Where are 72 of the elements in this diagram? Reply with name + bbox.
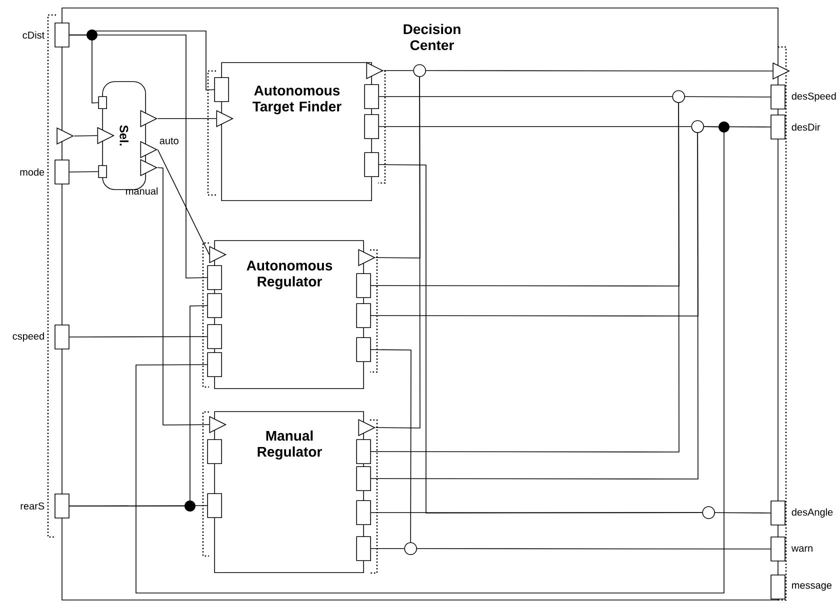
- port-box: [98, 165, 107, 178]
- wire: [370, 512, 703, 513]
- wire: [157, 118, 217, 119]
- port-box: [770, 84, 786, 110]
- port-box: [54, 22, 70, 48]
- wire: [157, 149, 210, 255]
- block-title: Autonomous Regulator: [246, 260, 332, 290]
- port-box: [54, 160, 70, 184]
- port-box: [356, 303, 371, 328]
- wire: [370, 132, 698, 480]
- port-box: [98, 96, 107, 109]
- port-box: [207, 293, 222, 318]
- wire: [375, 76, 420, 428]
- wire: [69, 336, 208, 338]
- block-title: Autonomous Target Finder: [252, 86, 342, 114]
- port-label: message: [792, 583, 832, 591]
- block-title: Decision Center: [404, 24, 460, 50]
- port-box: [770, 500, 786, 526]
- port-label: desDir: [792, 123, 820, 131]
- port-box: [214, 77, 229, 102]
- port-box: [356, 500, 371, 525]
- wire: [378, 96, 673, 97]
- merge-circle: [672, 90, 685, 103]
- wire: [378, 126, 692, 127]
- port-label: desAngle: [792, 508, 833, 518]
- port-label: rearS: [20, 502, 44, 510]
- wire: [370, 349, 412, 543]
- port-box: [364, 84, 379, 109]
- merge-circle: [413, 64, 426, 77]
- port-box: [207, 493, 222, 518]
- port-box: [770, 574, 786, 600]
- port-box: [770, 114, 786, 140]
- port-box: [207, 352, 222, 377]
- port-box: [356, 439, 371, 464]
- merge-circle: [691, 120, 704, 133]
- block-title: Manual Regulator: [258, 430, 322, 460]
- wire: [704, 126, 771, 128]
- port-box: [770, 536, 786, 562]
- port-box: [364, 114, 379, 139]
- wire: [69, 171, 99, 172]
- wire: [136, 126, 724, 594]
- wire: [714, 512, 771, 514]
- wire: [383, 70, 414, 71]
- port-label: manual: [126, 187, 158, 195]
- port-box: [207, 265, 222, 290]
- port-box: [356, 273, 371, 298]
- port-box: [54, 494, 70, 518]
- port-label: cDist: [22, 31, 45, 39]
- wire: [370, 102, 680, 452]
- wire: [157, 167, 210, 426]
- wire: [416, 548, 771, 550]
- port-label: mode: [20, 168, 44, 176]
- port-box: [207, 324, 222, 349]
- merge-circle: [404, 542, 417, 555]
- wire: [74, 135, 98, 136]
- port-label: desSpeed: [792, 92, 836, 102]
- port-box: [54, 324, 70, 350]
- port-box: [356, 536, 371, 561]
- port-box: [364, 152, 379, 177]
- merge-circle: [702, 506, 715, 519]
- wire: [69, 34, 208, 278]
- wire: [684, 96, 771, 98]
- port-label: warn: [791, 546, 812, 552]
- wire: [426, 70, 774, 72]
- port-box: [207, 439, 222, 464]
- selector-label: Sel.: [120, 125, 128, 146]
- wire: [370, 548, 405, 549]
- port-box: [356, 466, 371, 491]
- port-label: auto: [160, 138, 178, 144]
- port-box: [356, 337, 371, 362]
- port-label: cspeed: [12, 332, 44, 342]
- wire: [69, 305, 208, 506]
